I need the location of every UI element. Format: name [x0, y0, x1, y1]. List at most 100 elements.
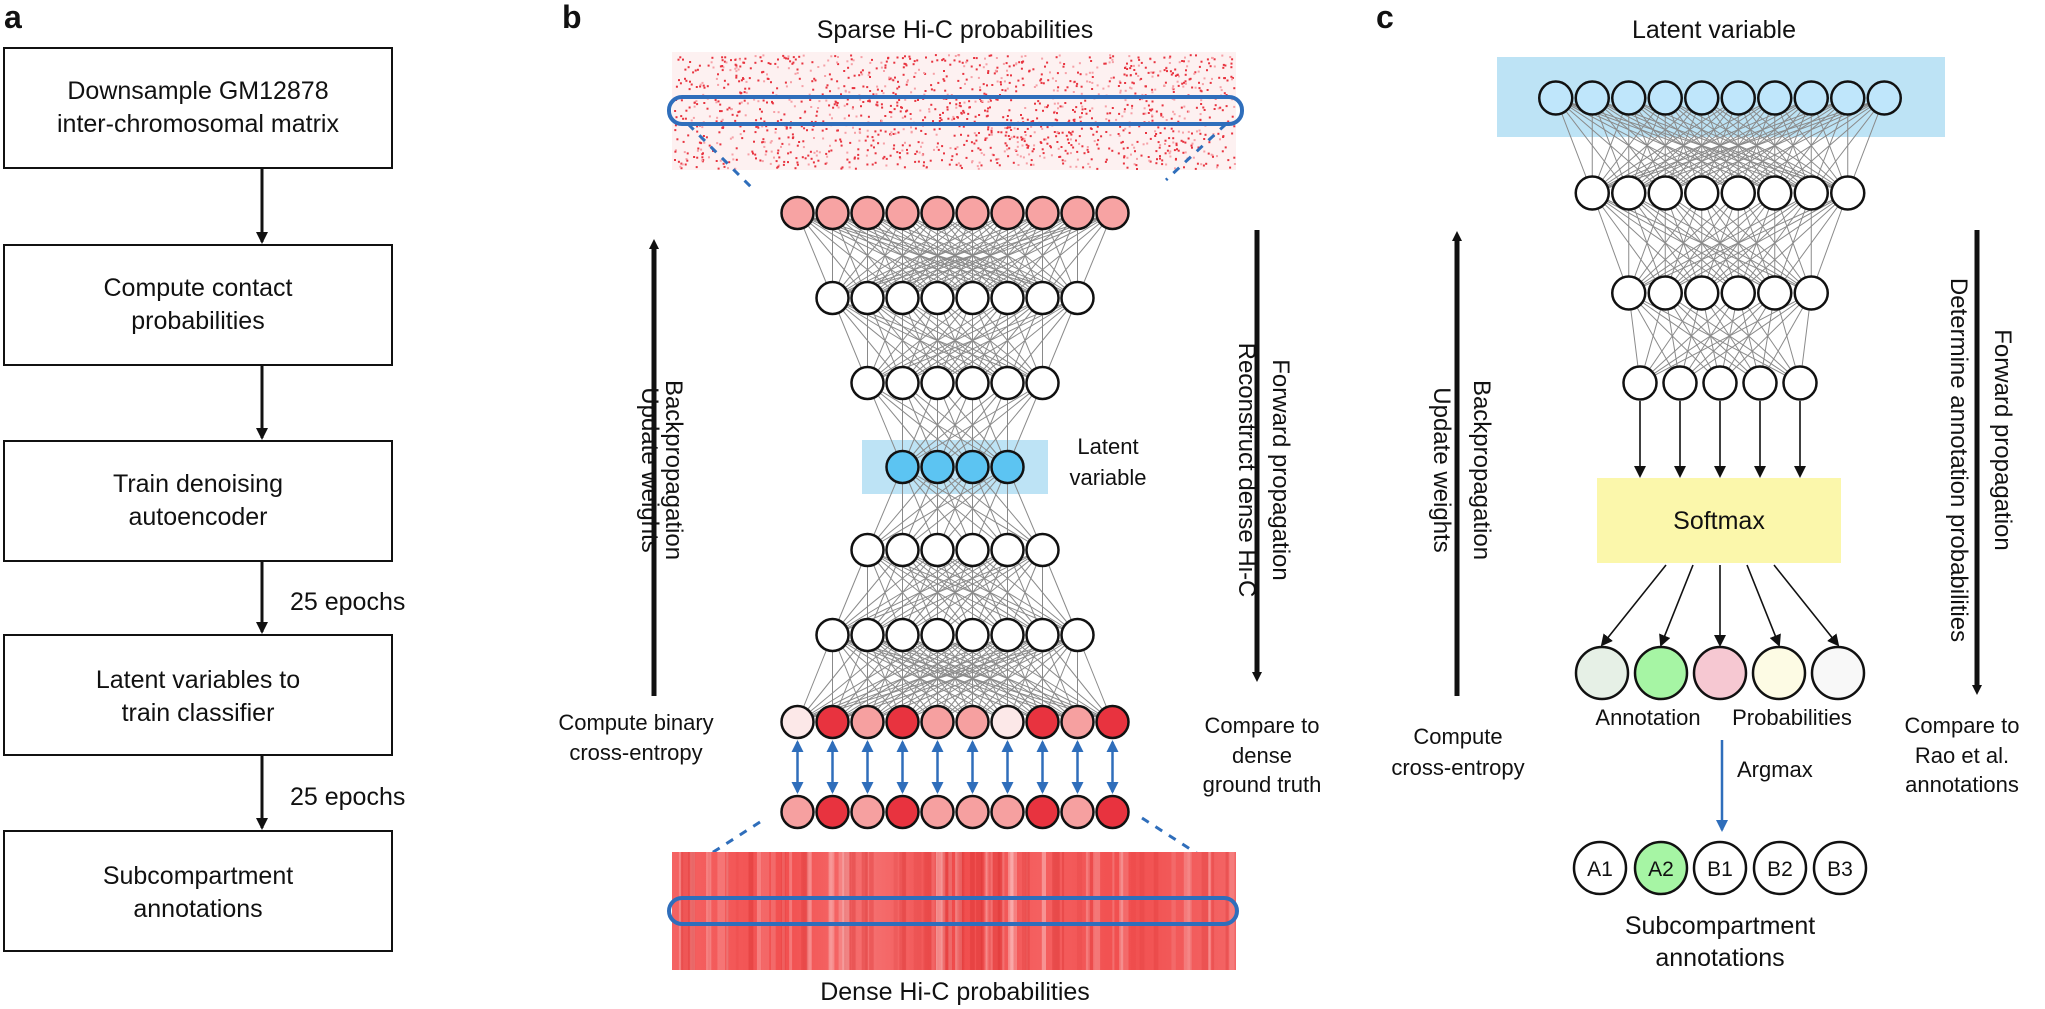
dense-stripe — [934, 852, 940, 970]
sparse-dot — [771, 100, 773, 103]
sparse-dot — [1145, 100, 1148, 103]
sparse-dot — [1191, 86, 1194, 89]
sparse-dot — [822, 137, 825, 140]
network-edge — [902, 466, 1008, 551]
sparse-dot — [1189, 54, 1192, 57]
sparse-dot — [866, 163, 869, 166]
sparse-dot — [729, 137, 732, 140]
sparse-dot — [738, 102, 741, 105]
sparse-dot — [775, 160, 778, 163]
sparse-dot — [977, 147, 980, 150]
sparse-dot — [767, 62, 770, 65]
sparse-dot — [853, 157, 856, 160]
network-node — [990, 794, 1025, 830]
sparse-dot — [1198, 87, 1201, 90]
sparse-dot — [702, 93, 705, 96]
sparse-dot — [910, 131, 913, 134]
sparse-dot — [1211, 57, 1214, 60]
sparse-dot — [990, 129, 993, 132]
sparse-dot — [1195, 106, 1198, 109]
network-node — [1025, 794, 1060, 830]
sparse-dot — [858, 128, 861, 131]
sparse-dot — [884, 66, 887, 69]
sparse-dot — [971, 161, 973, 164]
sparse-dot — [735, 147, 738, 150]
sparse-dot — [960, 133, 962, 136]
sparse-dot — [934, 54, 937, 57]
sparse-dot — [960, 167, 963, 169]
sparse-dot — [1230, 62, 1233, 65]
sparse-dot — [703, 141, 706, 144]
sparse-dot — [955, 103, 958, 106]
sparse-dot — [1049, 71, 1051, 74]
sparse-dot — [1067, 142, 1070, 144]
sparse-dot — [970, 65, 973, 68]
network-node — [1720, 275, 1756, 311]
sparse-dot — [1075, 85, 1078, 88]
sparse-dot — [698, 141, 701, 144]
dense-stripe — [1153, 852, 1159, 970]
sparse-dot — [1017, 79, 1020, 82]
sparse-dot — [831, 117, 833, 120]
sparse-dot — [941, 159, 943, 162]
sparse-dot — [962, 72, 965, 75]
sparse-dot — [880, 61, 883, 64]
sparse-dot — [1030, 125, 1033, 128]
sparse-dot — [963, 65, 966, 68]
dense-stripe — [690, 852, 695, 970]
network-node — [955, 704, 990, 740]
sparse-dot — [721, 56, 724, 59]
sparse-dot — [1076, 82, 1079, 85]
sparse-dot — [740, 79, 743, 82]
sparse-dot — [951, 155, 954, 158]
sparse-dot — [883, 70, 885, 72]
sparse-dot — [1015, 90, 1018, 93]
network-node — [1611, 275, 1647, 311]
sparse-dot — [991, 84, 994, 86]
network-edge — [972, 212, 1113, 299]
sparse-dot — [1159, 132, 1162, 134]
sparse-dot — [818, 151, 821, 154]
sparse-dot — [717, 100, 720, 103]
sparse-dot — [1025, 143, 1028, 146]
sparse-dot — [830, 149, 833, 152]
sparse-dot — [1194, 71, 1197, 74]
sparse-dot — [1043, 156, 1046, 159]
dense-stripe — [842, 852, 850, 970]
sparse-dot — [1106, 112, 1109, 115]
dense-stripe — [955, 852, 959, 970]
sparse-dot — [1144, 66, 1147, 69]
sparse-dot — [966, 118, 969, 120]
sparse-dot — [1013, 127, 1016, 130]
sparse-dot — [888, 78, 891, 81]
sparse-dot — [885, 157, 888, 160]
sparse-dot — [1160, 114, 1163, 117]
sparse-dot — [1081, 145, 1084, 148]
sparse-dot — [1033, 86, 1036, 88]
sparse-dot — [826, 155, 829, 158]
sparse-dot — [867, 74, 870, 77]
sparse-dot — [1126, 68, 1129, 70]
sparse-dot — [945, 75, 948, 78]
sparse-dot — [730, 108, 733, 111]
network-edge — [1774, 192, 1849, 294]
sparse-dot — [680, 162, 683, 165]
sparse-dot — [743, 99, 746, 102]
sparse-dot — [1008, 147, 1011, 150]
sparse-dot — [1088, 56, 1091, 59]
network-edge — [972, 549, 1043, 636]
sparse-dot — [760, 110, 763, 113]
sparse-dot — [903, 166, 906, 169]
sparse-dot — [1208, 141, 1211, 144]
network-edge — [1701, 192, 1849, 294]
sparse-dot — [1047, 136, 1050, 139]
sparse-dot — [1064, 159, 1067, 162]
sparse-heatmap-bg — [672, 52, 1236, 170]
sparse-dot — [844, 131, 847, 134]
sparse-dot — [761, 160, 764, 163]
dense-stripe — [936, 852, 943, 970]
sparse-dot — [1090, 158, 1093, 161]
softmax-output-arrow — [1773, 564, 1840, 647]
sparse-dot — [1168, 145, 1171, 147]
final-annotations-line-2: annotations — [1655, 944, 1784, 972]
